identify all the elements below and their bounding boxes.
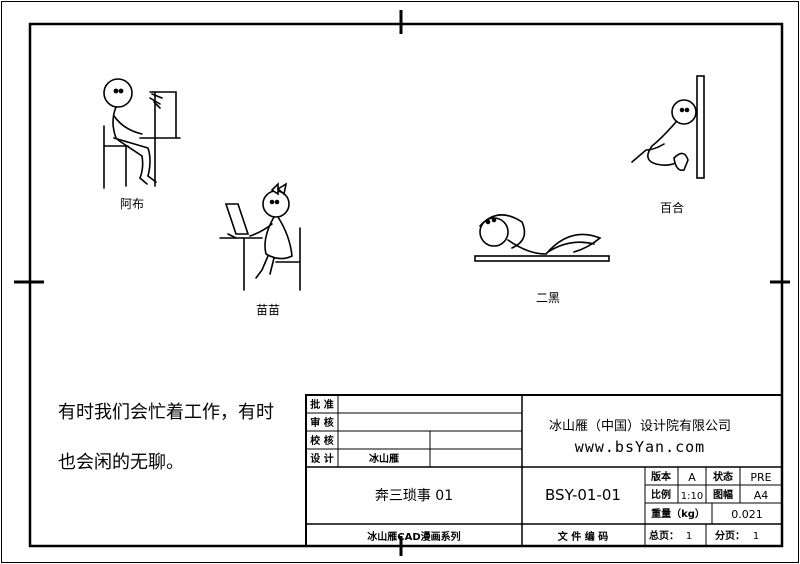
total-pages-value: 1 <box>686 531 692 542</box>
company-name: 冰山雁（中国）设计院有限公司 <box>549 419 731 434</box>
format-label: 图幅 <box>713 488 733 501</box>
version-label: 版本 <box>651 470 672 483</box>
version-value: A <box>688 471 696 484</box>
figure-baihe <box>631 75 705 179</box>
scale-value: 1:10 <box>681 491 703 502</box>
figure-erhei <box>474 214 610 262</box>
format-value: A4 <box>754 489 769 502</box>
weight-value: 0.021 <box>731 508 763 521</box>
page-label: 分页： <box>715 529 745 542</box>
company-website: www.bsYan.com <box>575 438 705 456</box>
caption-line-1: 有时我们会忙着工作，有时 <box>58 402 274 423</box>
document-number: BSY-01-01 <box>545 486 621 504</box>
approve-label: 批 准 <box>310 398 333 411</box>
total-pages-label: 总页： <box>649 529 679 542</box>
weight-label: 重量（kg） <box>651 507 705 520</box>
page-value: 1 <box>753 531 759 542</box>
doc-code-label: 文 件 编 码 <box>558 530 608 543</box>
figure-abu <box>103 78 181 189</box>
caption-line-2: 也会闲的无聊。 <box>58 452 184 473</box>
design-label: 设 计 <box>310 452 333 465</box>
status-value: PRE <box>750 471 771 484</box>
scale-label: 比例 <box>651 488 671 501</box>
figure-miaomiao <box>219 182 301 291</box>
title-block <box>305 394 783 547</box>
label-abu: 阿布 <box>120 197 144 211</box>
label-miaomiao: 苗苗 <box>256 303 280 317</box>
label-baihe: 百合 <box>660 200 684 215</box>
review-label: 审 核 <box>310 416 333 429</box>
series-name: 冰山雁CAD漫画系列 <box>367 530 460 543</box>
check-label: 校 核 <box>310 434 333 447</box>
designer-name: 冰山雁 <box>369 452 399 465</box>
label-erhei: 二黑 <box>536 291 560 305</box>
status-label: 状态 <box>713 470 733 483</box>
drawing-title: 奔三琐事 01 <box>375 487 453 504</box>
